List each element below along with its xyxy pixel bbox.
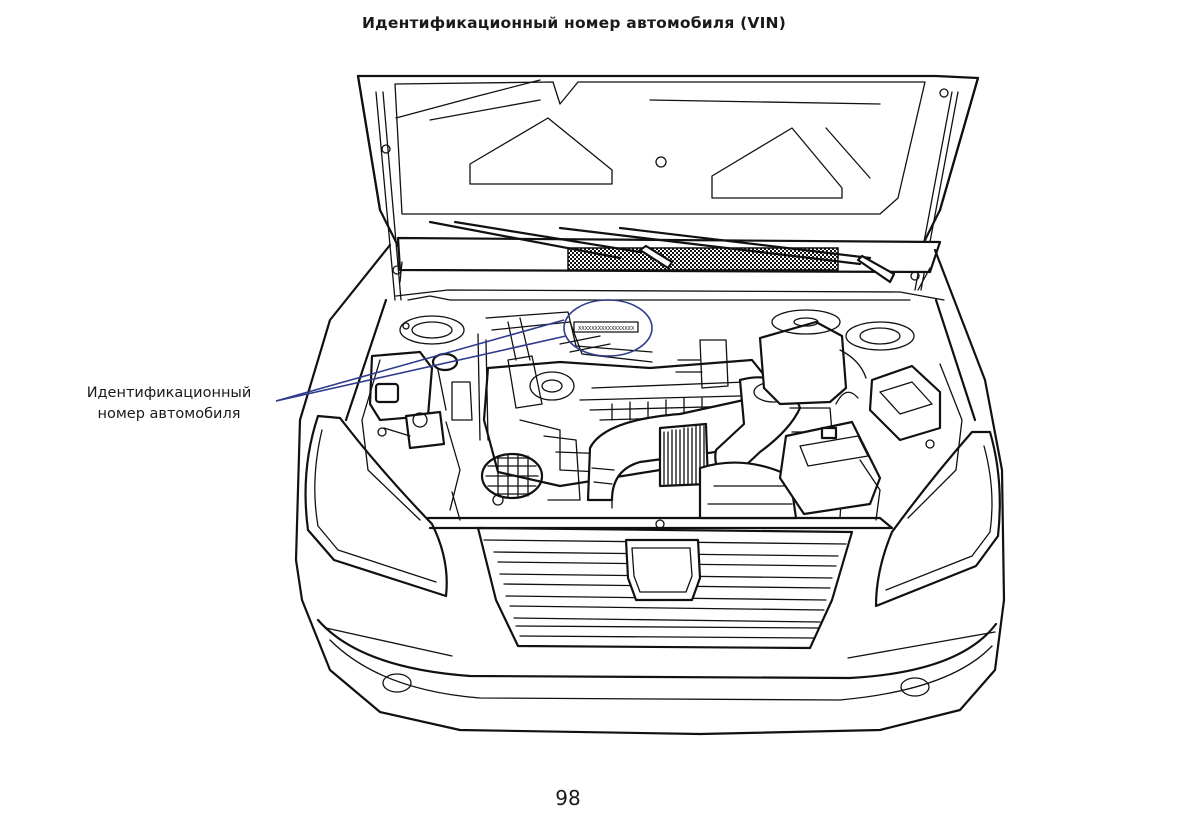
vin-callout-label: Идентификационный номер автомобиля <box>66 383 272 425</box>
vin-leader-line <box>275 335 567 402</box>
right-strut-tower <box>845 321 915 351</box>
air-filter-box <box>698 309 848 520</box>
open-hood <box>356 74 980 252</box>
vin-callout-marker <box>275 299 653 402</box>
headlights <box>304 414 1001 608</box>
front-grille <box>476 526 854 650</box>
vin-highlight-circle <box>563 299 653 357</box>
car-body <box>294 243 1006 736</box>
fender-edges <box>361 359 963 521</box>
vin-callout-line1: Идентификационный <box>86 385 252 401</box>
washer-reservoir <box>383 410 446 450</box>
battery <box>778 349 942 516</box>
svg-text:XXXXXXXXXXXXXXXXX: XXXXXXXXXXXXXXXXX <box>578 326 635 332</box>
coolant-reservoir <box>368 350 473 422</box>
left-strut-tower <box>399 315 465 345</box>
page-number: 98 <box>555 786 581 810</box>
vin-callout-line2: номер автомобиля <box>97 406 241 422</box>
cowl-and-wipers <box>392 220 942 291</box>
vin-plate-area-lines: XXXXXXXXXXXXXXXXX <box>477 311 653 441</box>
page-title: Идентификационный номер автомобиля (VIN) <box>361 14 786 32</box>
